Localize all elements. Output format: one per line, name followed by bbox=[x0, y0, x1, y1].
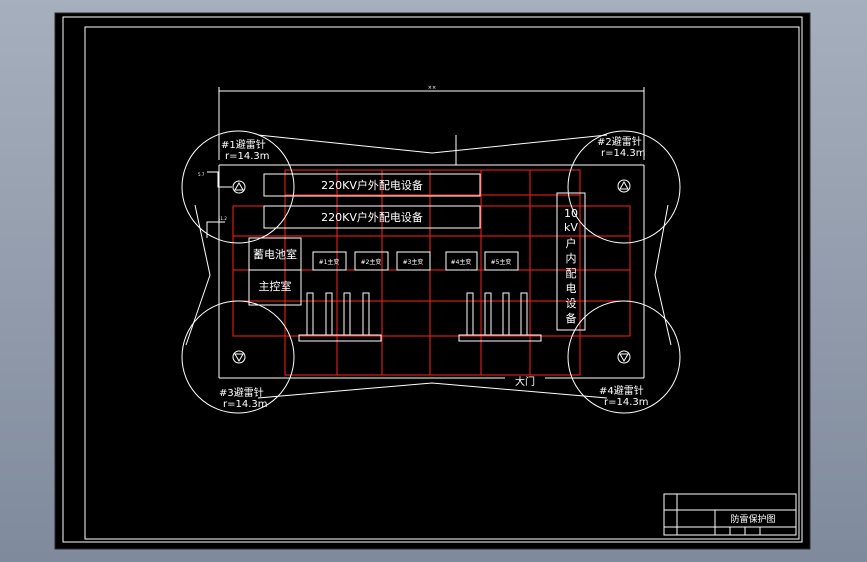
svg-text:户: 户 bbox=[566, 236, 577, 250]
drawing-sheet bbox=[54, 12, 811, 550]
equipment-220kv-b-label: 220KV户外配电设备 bbox=[321, 210, 423, 224]
equipment-220kv-a bbox=[263, 173, 481, 197]
rod-4-symbol bbox=[617, 350, 631, 364]
svg-text:11.2: 11.2 bbox=[218, 216, 227, 221]
rod-3-zone bbox=[181, 300, 295, 414]
transformer-1 bbox=[312, 251, 347, 271]
inner-border bbox=[84, 26, 800, 540]
rod-1-label: #1避雷针 bbox=[221, 138, 266, 151]
equipment-10kv bbox=[556, 192, 586, 331]
protection-envelope bbox=[185, 134, 672, 399]
svg-text:kV: kV bbox=[564, 221, 578, 234]
rod-1-zone bbox=[181, 130, 295, 244]
title-block-title: 防雷保护图 bbox=[730, 513, 775, 525]
rod-1-radius: r=14.3m bbox=[225, 151, 270, 162]
building-rooms bbox=[248, 237, 302, 306]
svg-text:设: 设 bbox=[566, 297, 577, 310]
svg-text:#4主变: #4主变 bbox=[451, 258, 472, 266]
battery-room-label: 蓄电池室 bbox=[253, 247, 297, 261]
transformer-5 bbox=[484, 251, 519, 271]
svg-text:5.7: 5.7 bbox=[198, 172, 205, 177]
rod-4-radius: r=14.3m bbox=[604, 397, 649, 408]
svg-text:#5主变: #5主变 bbox=[491, 258, 512, 266]
rod-1-symbol bbox=[232, 180, 246, 194]
svg-text:配: 配 bbox=[566, 267, 577, 280]
outer-border bbox=[62, 16, 803, 543]
rod-3-symbol bbox=[232, 350, 246, 364]
rod-2-symbol bbox=[617, 179, 631, 193]
rod-3-label: #3避雷针 bbox=[219, 386, 264, 399]
svg-text:10: 10 bbox=[564, 207, 578, 220]
rod-2-label: #2避雷针 bbox=[597, 135, 642, 148]
svg-text:内: 内 bbox=[566, 251, 577, 265]
transformer-4 bbox=[445, 251, 478, 271]
svg-text:#3主变: #3主变 bbox=[403, 258, 424, 266]
bus-structure-left bbox=[298, 292, 382, 342]
svg-text:备: 备 bbox=[566, 311, 577, 325]
bus-structure-right bbox=[458, 292, 542, 342]
control-room-label: 主控室 bbox=[259, 279, 292, 293]
dimension-top: ×× bbox=[218, 85, 645, 165]
rod-2-radius: r=14.3m bbox=[601, 148, 646, 159]
equipment-220kv-b bbox=[263, 205, 481, 229]
equipment-10kv-label: 10 kV 户 内 配 电 设 备 bbox=[564, 207, 578, 325]
rod-2-zone bbox=[567, 130, 681, 244]
transformers: #1主变 #2主变 #3主变 #4主变 #5主变 bbox=[312, 251, 519, 271]
left-dims: 5.7 11.2 bbox=[198, 171, 232, 238]
rod-3-radius: r=14.3m bbox=[223, 399, 268, 410]
title-block: 防雷保护图 bbox=[663, 493, 797, 536]
svg-text:#2主变: #2主变 bbox=[361, 258, 382, 266]
gate-label: 大门 bbox=[515, 375, 535, 388]
svg-text:电: 电 bbox=[566, 282, 577, 295]
transformer-2 bbox=[354, 251, 389, 271]
equipment-220kv-a-label: 220KV户外配电设备 bbox=[321, 178, 423, 192]
svg-text:#1主变: #1主变 bbox=[319, 258, 340, 266]
rod-4-zone bbox=[567, 300, 681, 414]
transformer-3 bbox=[396, 251, 431, 271]
dimension-label: ×× bbox=[428, 85, 436, 91]
rod-4-label: #4避雷针 bbox=[599, 384, 644, 397]
